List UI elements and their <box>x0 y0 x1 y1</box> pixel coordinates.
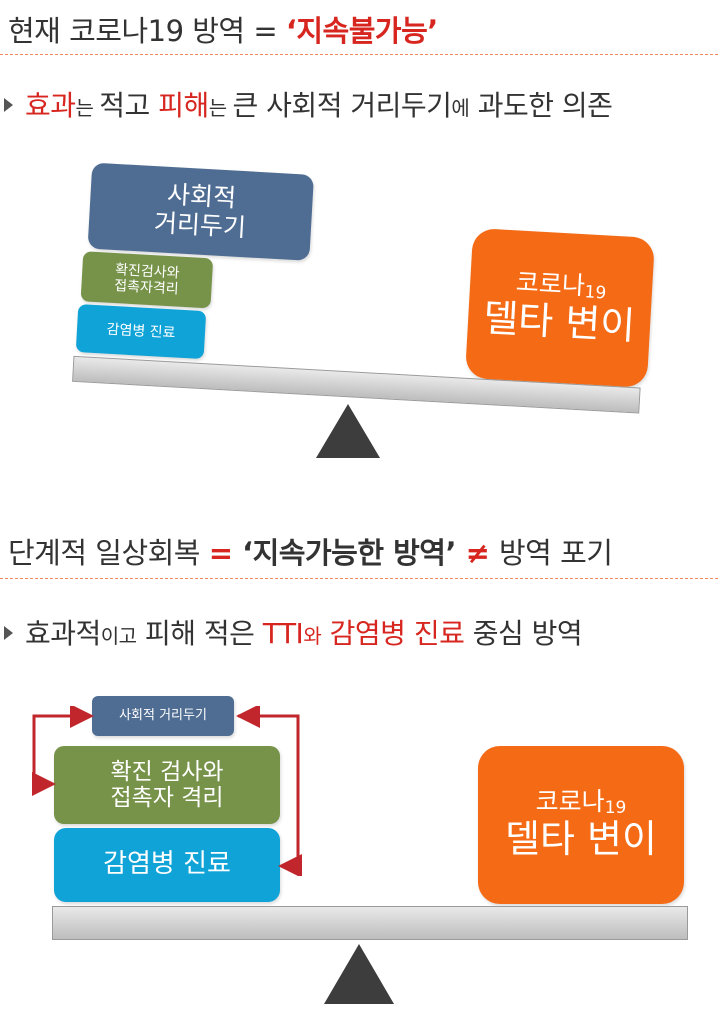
covid2-19-text: 19 <box>604 797 627 818</box>
covid2-line2: 델타 변이 <box>505 817 657 862</box>
seesaw-diagram-1: 사회적 거리두기 확진검사와 접촉자격리 감염병 진료 코로나19 델타 변이 <box>0 162 718 470</box>
distancing-box: 사회적 거리두기 <box>87 162 314 261</box>
covid-box: 코로나19 델타 변이 <box>464 227 655 388</box>
section2-title-eq: = <box>208 536 243 570</box>
fulcrum-icon <box>316 404 380 458</box>
testing-line2: 접촉자격리 <box>113 278 180 298</box>
s1-bullet-w7: 에 <box>451 96 470 120</box>
s2-bullet-w4: TTI <box>262 617 304 650</box>
seesaw-diagram-2: 사회적 거리두기 확진 검사와 접촉자 격리 감염병 진료 코로나19 델타 변… <box>0 690 718 1020</box>
section1-title-prefix: 현재 코로나19 방역 = <box>8 14 286 48</box>
section2-title: 단계적 일상회복 = ‘지속가능한 방역’ ≠ 방역 포기 <box>8 530 613 572</box>
s1-bullet-w2: 는 <box>75 96 100 120</box>
covid2-line1-text: 코로나 <box>535 786 605 816</box>
triangle-bullet-icon <box>4 626 13 640</box>
testing-box-large: 확진 검사와 접촉자 격리 <box>54 746 280 824</box>
s2-bullet-w2: 이고 <box>100 624 137 648</box>
section2-title-accent: ‘지속가능한 방역’ <box>242 536 456 570</box>
care-label-large: 감염병 진료 <box>103 849 231 880</box>
covid2-line1: 코로나19 <box>535 786 627 819</box>
s1-bullet-w8: 과도한 의존 <box>469 89 613 122</box>
distancing-box-small: 사회적 거리두기 <box>92 696 234 736</box>
s1-bullet-w6: 큰 사회적 거리두기 <box>232 89 452 122</box>
arrow-icon <box>32 706 302 876</box>
s1-bullet-w1: 효과 <box>25 89 76 122</box>
s1-bullet-w5: 는 <box>208 96 233 120</box>
testing-line1-large: 확진 검사와 <box>110 758 224 785</box>
seesaw-beam-level <box>52 906 688 940</box>
section2-bullet: 효과적이고 피해 적은 TTI와 감염병 진료 중심 방역 <box>4 612 583 652</box>
section1-title-accent: ‘지속불가능’ <box>285 14 438 48</box>
s2-bullet-w1: 효과적 <box>25 617 101 650</box>
section2-title-neq: ≠ <box>456 536 499 570</box>
s2-bullet-w6: 감염병 진료 <box>321 617 465 650</box>
covid-box-2: 코로나19 델타 변이 <box>478 746 684 904</box>
covid-line1-text: 코로나 <box>515 267 586 301</box>
covid-19-text: 19 <box>583 282 607 304</box>
section2-title-prefix: 단계적 일상회복 <box>8 536 209 570</box>
section1-title: 현재 코로나19 방역 = ‘지속불가능’ <box>8 8 438 50</box>
covid-line2: 델타 변이 <box>482 296 637 349</box>
s2-bullet-w5: 와 <box>303 624 322 648</box>
section1-divider <box>0 54 718 55</box>
testing-box: 확진검사와 접촉자격리 <box>80 251 214 309</box>
testing-line2-large: 접촉자 격리 <box>110 785 224 811</box>
care-label: 감염병 진료 <box>106 321 176 342</box>
s2-bullet-w7: 중심 방역 <box>464 617 583 650</box>
section1-bullet: 효과는 적고 피해는 큰 사회적 거리두기에 과도한 의존 <box>4 84 613 124</box>
triangle-bullet-icon <box>4 98 13 112</box>
care-box-large: 감염병 진료 <box>54 828 280 902</box>
s1-bullet-w4: 피해 <box>158 89 209 122</box>
section2-divider <box>0 578 718 579</box>
distancing-line2: 거리두기 <box>153 208 247 243</box>
section2-title-suffix: 방역 포기 <box>499 536 613 570</box>
care-box: 감염병 진료 <box>75 304 207 360</box>
s2-bullet-w3: 피해 적은 <box>136 617 263 650</box>
s1-bullet-w3: 적고 <box>99 89 159 122</box>
fulcrum-icon <box>324 944 394 1004</box>
distancing-label-small: 사회적 거리두기 <box>119 707 207 723</box>
